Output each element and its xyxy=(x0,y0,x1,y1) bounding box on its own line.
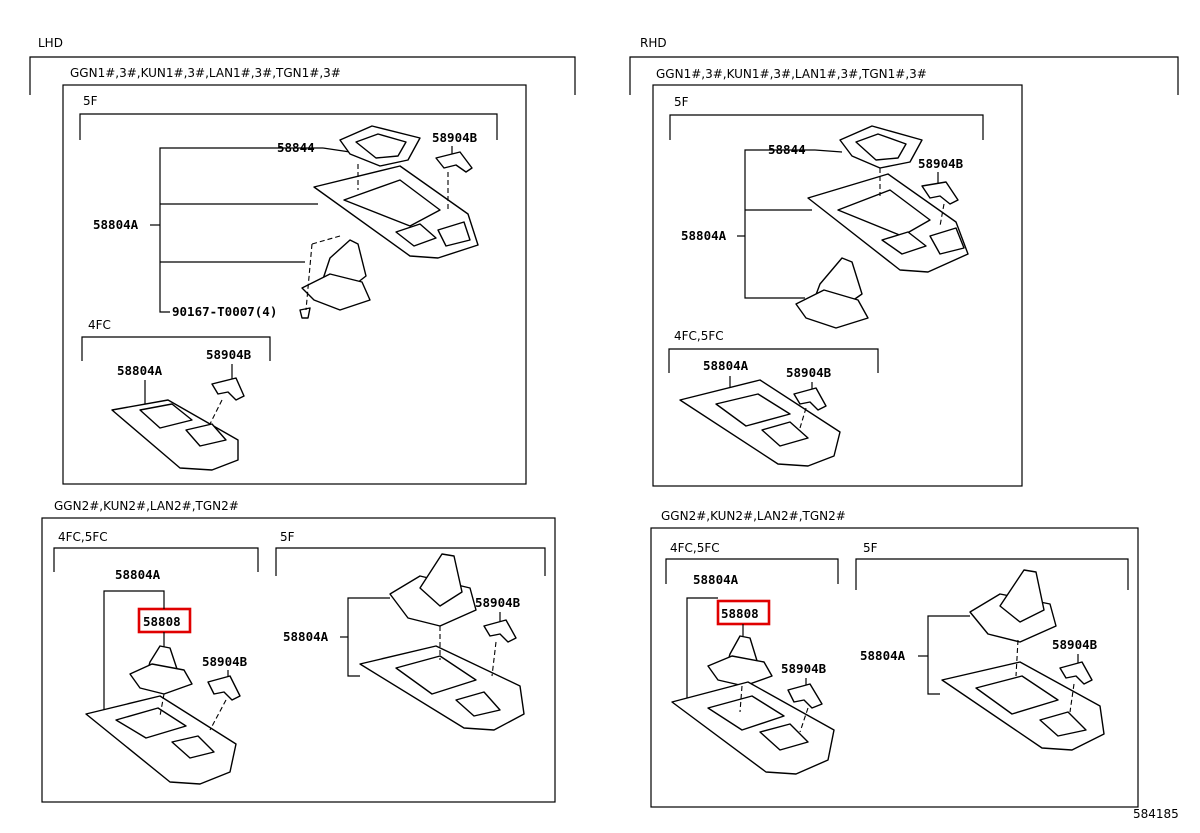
center-console-part xyxy=(679,379,841,467)
bracket-part xyxy=(435,151,473,173)
shift-boot-part xyxy=(795,257,869,329)
lhd-gen2-5f-console-label: 58804A xyxy=(283,629,329,644)
lhd-gen1-4fc-bracket-label: 58904B xyxy=(206,347,252,362)
rhd-gen2-5f-bracket xyxy=(855,558,1129,590)
lhd-gen1-4fc-console-label: 58804A xyxy=(117,363,163,378)
rhd-gen2-frame xyxy=(650,527,1139,808)
shift-boot-part xyxy=(969,569,1057,643)
rhd-gen1-5f-label: 5F xyxy=(674,95,689,109)
shift-boot-part xyxy=(389,553,477,627)
dashed-guide xyxy=(939,203,945,227)
lhd-gen1-5f-bracket xyxy=(79,113,498,140)
dashed-guide xyxy=(209,399,223,425)
dashed-guide xyxy=(799,707,809,733)
lhd-gen2-frame xyxy=(41,517,556,803)
leader-line xyxy=(686,597,718,700)
lhd-gen2-4fc-console-label: 58804A xyxy=(115,567,161,582)
rhd-gen2-models-label: GGN2#,KUN2#,LAN2#,TGN2# xyxy=(661,509,846,523)
center-console-part xyxy=(111,399,239,471)
rhd-gen1-4fc-bracket-label: 58904B xyxy=(786,365,832,380)
lhd-gen1-models-label: GGN1#,3#,KUN1#,3#,LAN1#,3#,TGN1#,3# xyxy=(70,66,341,80)
rhd-gen1-4fc5fc-bracket xyxy=(668,348,879,373)
lhd-gen1-4fc-label: 4FC xyxy=(88,318,111,332)
bracket-part xyxy=(483,619,517,643)
rhd-gen2-4fc-console-label: 58804A xyxy=(693,572,739,587)
dashed-guide xyxy=(739,685,743,713)
rhd-gen1-section: RHD GGN1#,3#,KUN1#,3#,LAN1#,3#,TGN1#,3# … xyxy=(629,36,1179,487)
lhd-gen2-shift-boot-label: 58808 xyxy=(143,614,181,629)
leader-line xyxy=(159,147,323,313)
rhd-gen2-4fc5fc-bracket xyxy=(665,558,839,584)
shift-boot-part xyxy=(301,239,371,311)
bracket-part xyxy=(211,377,245,401)
rhd-bracket-line xyxy=(629,56,1179,95)
gear-bezel-part xyxy=(839,125,923,169)
lhd-gen2-models-label: GGN2#,KUN2#,LAN2#,TGN2# xyxy=(54,499,239,513)
lhd-gen2-4fc5fc-bracket xyxy=(53,547,259,572)
leader-line xyxy=(927,615,970,695)
rhd-gen1-console-label: 58804A xyxy=(681,228,727,243)
rhd-gen2-section: GGN2#,KUN2#,LAN2#,TGN2# 4FC,5FC 58804A 5… xyxy=(650,509,1139,808)
lhd-gen1-bracket-label: 58904B xyxy=(432,130,478,145)
lhd-gen1-frame xyxy=(62,84,527,485)
dashed-guide xyxy=(305,243,313,311)
lhd-gen1-console-label: 58804A xyxy=(93,217,139,232)
rhd-gen1-4fc5fc-label: 4FC,5FC xyxy=(674,329,724,343)
bracket-part xyxy=(921,181,959,205)
bracket-part xyxy=(1059,661,1093,685)
rhd-gen1-frame xyxy=(652,84,1023,487)
center-console-part xyxy=(671,681,835,775)
shift-boot-part xyxy=(129,645,193,695)
lhd-gen1-5f-label: 5F xyxy=(83,94,98,108)
center-console-part xyxy=(85,695,237,785)
leader-line xyxy=(744,149,815,299)
dashed-guide xyxy=(1069,683,1075,713)
dashed-guide xyxy=(209,699,227,731)
leader-line xyxy=(814,149,843,153)
lhd-gen1-section: LHD GGN1#,3#,KUN1#,3#,LAN1#,3#,TGN1#,3# … xyxy=(29,36,576,485)
center-console-part xyxy=(807,173,969,273)
rhd-gen2-5f-console-label: 58804A xyxy=(860,648,906,663)
rhd-gen2-4fc-bracket-label: 58904B xyxy=(781,661,827,676)
center-console-part xyxy=(941,661,1105,751)
center-console-part xyxy=(313,165,479,259)
rhd-gen1-5f-bracket xyxy=(669,114,984,140)
lhd-gen1-4fc-bracket xyxy=(81,336,271,361)
lhd-gen2-5f-label: 5F xyxy=(280,530,295,544)
rhd-heading: RHD xyxy=(640,36,667,50)
dashed-guide xyxy=(799,407,807,429)
rhd-gen2-shift-boot-label: 58808 xyxy=(721,606,759,621)
dashed-guide xyxy=(491,641,497,677)
lhd-bracket-line xyxy=(29,56,576,95)
dashed-guide xyxy=(159,693,165,717)
dashed-guide xyxy=(311,235,341,245)
rhd-gen1-4fc-console-label: 58804A xyxy=(703,358,749,373)
lhd-gen2-4fc-bracket-label: 58904B xyxy=(202,654,248,669)
lhd-gen2-5f-bracket xyxy=(275,547,546,576)
lhd-gen2-5f-bracket-label: 58904B xyxy=(475,595,521,610)
bracket-part xyxy=(787,683,823,709)
screw-part xyxy=(299,307,311,319)
center-console-part xyxy=(359,645,525,731)
lhd-gen2-section: GGN2#,KUN2#,LAN2#,TGN2# 4FC,5FC 58804A 5… xyxy=(41,499,556,803)
rhd-gen1-bracket-label: 58904B xyxy=(918,156,964,171)
bracket-part xyxy=(793,387,827,411)
lhd-gen2-4fc5fc-label: 4FC,5FC xyxy=(58,530,108,544)
leader-line xyxy=(322,147,351,153)
rhd-gen2-5f-bracket-label: 58904B xyxy=(1052,637,1098,652)
rhd-gen2-5f-label: 5F xyxy=(863,541,878,555)
dashed-guide xyxy=(1015,639,1019,677)
lhd-heading: LHD xyxy=(38,36,63,50)
lhd-gen1-screw-label: 90167-T0007(4) xyxy=(172,304,277,319)
rhd-gen2-4fc5fc-label: 4FC,5FC xyxy=(670,541,720,555)
rhd-gen1-models-label: GGN1#,3#,KUN1#,3#,LAN1#,3#,TGN1#,3# xyxy=(656,67,927,81)
leader-line xyxy=(103,590,165,712)
shift-boot-part xyxy=(707,635,773,687)
bracket-part xyxy=(207,675,241,701)
gear-bezel-part xyxy=(339,125,421,167)
diagram-id: 584185 xyxy=(1133,807,1179,821)
